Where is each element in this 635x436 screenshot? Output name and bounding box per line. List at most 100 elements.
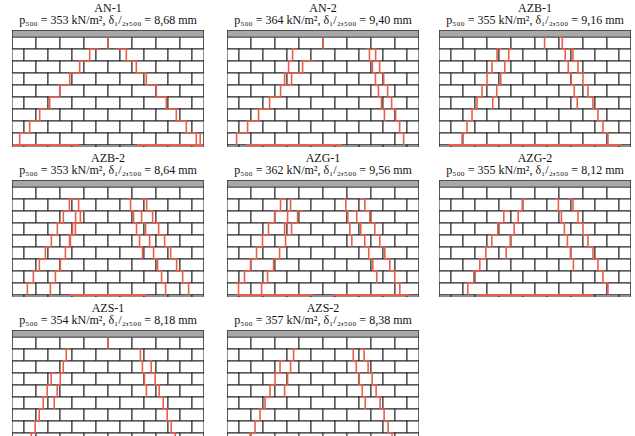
brick <box>487 235 511 247</box>
brick <box>511 187 535 199</box>
crack-line <box>128 199 143 259</box>
brick <box>487 283 511 295</box>
brick <box>72 97 96 109</box>
brick <box>347 259 371 271</box>
crack-line <box>322 37 324 49</box>
brick <box>227 271 239 283</box>
wall-specimen: AZS-2p₅₀₀ = 357 kN/m², δ₁/₂,₅₀₀ = 8,38 m… <box>216 302 430 436</box>
brick <box>347 109 371 121</box>
brick <box>227 397 239 409</box>
brick <box>311 97 335 109</box>
brick <box>168 271 192 283</box>
brick <box>72 373 96 385</box>
brick <box>475 97 499 109</box>
bed-joint-crack <box>477 294 592 296</box>
brick <box>12 361 36 373</box>
brick <box>251 109 275 121</box>
brick <box>96 73 120 85</box>
brick <box>619 73 631 85</box>
brick <box>439 85 463 97</box>
brick <box>487 187 511 199</box>
brick <box>463 37 487 49</box>
brick <box>607 259 631 271</box>
wall-specimen: AN-1p₅₀₀ = 353 kN/m², δ₁/₂,₅₀₀ = 8,68 mm <box>1 2 215 147</box>
brick <box>180 211 204 223</box>
brick <box>395 85 419 97</box>
masonry-wall <box>227 180 419 297</box>
brick <box>36 187 60 199</box>
brick <box>559 235 583 247</box>
crack-line <box>350 349 365 409</box>
brick <box>595 199 619 211</box>
wall-outline <box>439 30 631 147</box>
brick <box>451 199 475 211</box>
wall-specimen: AZG-1p₅₀₀ = 362 kN/m², δ₁/₂,₅₀₀ = 9,56 m… <box>216 152 430 297</box>
brick <box>227 223 239 235</box>
brick <box>359 49 383 61</box>
crack-line <box>107 37 109 49</box>
brick <box>383 223 407 235</box>
brick <box>287 397 311 409</box>
brick <box>108 37 132 49</box>
brick <box>192 49 204 61</box>
brick <box>120 49 144 61</box>
brick <box>48 73 72 85</box>
brick <box>239 349 263 361</box>
brick <box>227 433 251 436</box>
brick <box>571 271 595 283</box>
brick <box>463 283 487 295</box>
specimen-name: AN-2 <box>216 2 430 14</box>
brick <box>180 85 204 97</box>
load-beam <box>227 330 419 337</box>
brick <box>36 433 60 436</box>
brick <box>168 97 192 109</box>
brick <box>263 247 287 259</box>
brick <box>571 121 595 133</box>
brick <box>559 187 583 199</box>
brick <box>48 49 72 61</box>
brick <box>24 397 48 409</box>
brick <box>335 247 359 259</box>
brick <box>251 187 275 199</box>
brick <box>120 247 144 259</box>
brick <box>607 187 631 199</box>
brick <box>251 337 275 349</box>
brick <box>60 385 84 397</box>
brick <box>120 121 144 133</box>
brick <box>108 337 132 349</box>
brick <box>192 349 204 361</box>
brick <box>180 283 204 295</box>
brick <box>311 223 335 235</box>
brick <box>511 211 535 223</box>
brick <box>407 247 419 259</box>
brick <box>607 283 631 295</box>
brick <box>24 73 48 85</box>
crack-line <box>141 199 189 295</box>
brick <box>132 259 156 271</box>
brick <box>299 235 323 247</box>
brick <box>96 247 120 259</box>
brick <box>24 373 48 385</box>
brick <box>407 223 419 235</box>
brick <box>168 73 192 85</box>
brick <box>383 199 407 211</box>
brick <box>120 271 144 283</box>
brick <box>275 109 299 121</box>
crack-line <box>285 349 297 397</box>
brick <box>583 211 607 223</box>
brick <box>275 235 299 247</box>
brick <box>275 61 299 73</box>
specimen-name: AZG-2 <box>428 152 635 164</box>
brick <box>371 235 395 247</box>
brick <box>359 97 383 109</box>
brick <box>96 349 120 361</box>
brick <box>180 259 204 271</box>
brick <box>335 199 359 211</box>
brick <box>275 259 299 271</box>
brick <box>299 409 323 421</box>
brick <box>192 223 204 235</box>
wall-specimen: AZB-1p₅₀₀ = 355 kN/m², δ₁/₂,₅₀₀ = 9,16 m… <box>428 2 635 147</box>
specimen-name: AN-1 <box>1 2 215 14</box>
brick <box>12 271 24 283</box>
brick <box>523 73 547 85</box>
